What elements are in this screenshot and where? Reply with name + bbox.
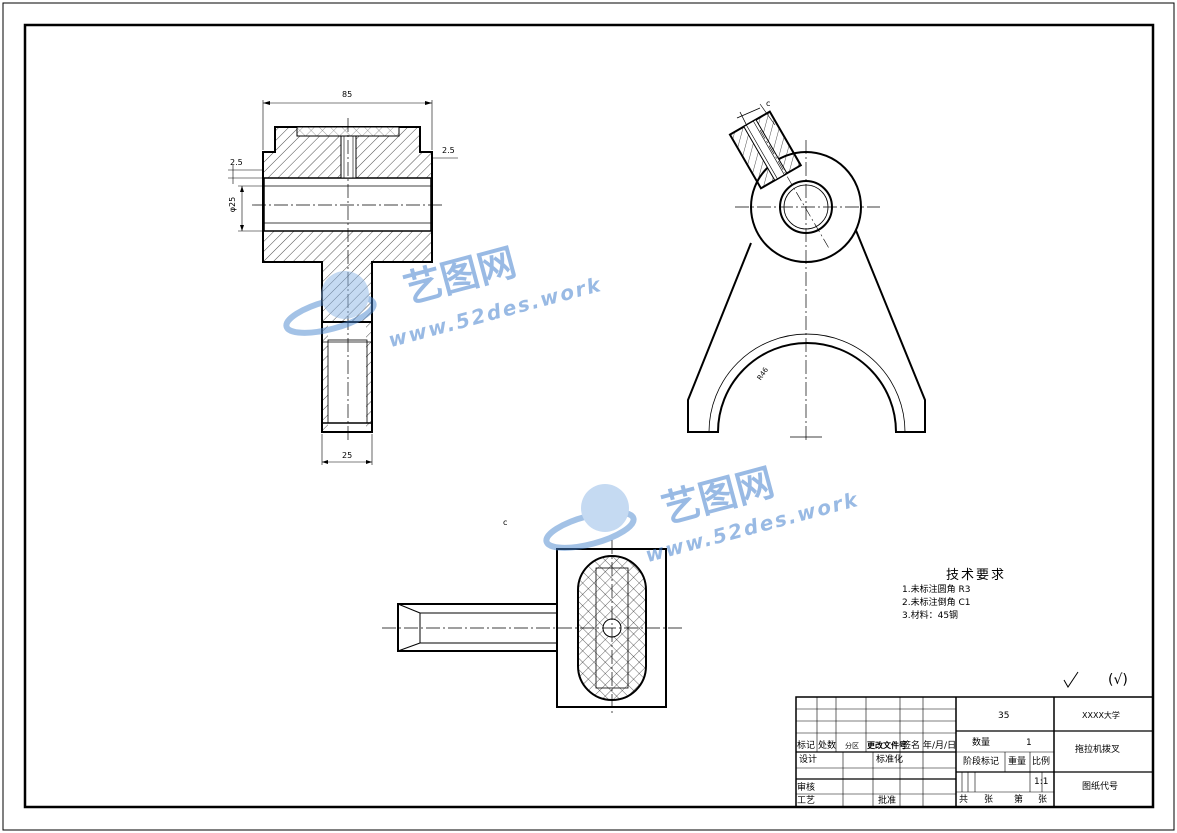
tb-weight-label: 重量	[1008, 757, 1027, 767]
surface-finish-symbol	[1063, 671, 1079, 688]
tb-stage-label: 阶段标记	[963, 757, 1000, 767]
tb-zone: 分区	[845, 742, 859, 750]
tech-req-item-2: 2.未标注倒角 C1	[902, 598, 971, 608]
tb-date: 年/月/日	[923, 741, 957, 751]
dim-mid-mark: c	[503, 518, 508, 527]
watermark-logo-2	[543, 484, 637, 551]
tech-req-item-3: 3.材料：45钢	[902, 611, 959, 621]
bore	[263, 177, 432, 232]
tb-standardize: 标准化	[876, 755, 904, 765]
tb-quantity-value: 1	[1026, 738, 1032, 748]
tb-process: 工艺	[797, 796, 816, 806]
tb-scale-value: 1:1	[1034, 777, 1049, 787]
tb-approve: 批准	[878, 796, 897, 806]
dim-bore-dia: φ25	[228, 196, 238, 213]
tb-sheet2: 张	[1038, 795, 1048, 805]
watermark-logo-1	[283, 271, 377, 336]
tb-review: 审核	[797, 783, 816, 793]
front-section-view	[228, 100, 458, 465]
dim-top-width: 85	[342, 90, 353, 99]
dim-shaft-width: 25	[342, 451, 353, 460]
tb-design: 设计	[799, 755, 818, 765]
tb-scale-label: 比例	[1032, 757, 1051, 767]
title-block-lines	[795, 696, 1154, 808]
tb-count: 处数	[818, 741, 837, 751]
dim-chamfer: c	[766, 99, 771, 108]
tech-req-item-1: 1.未标注圆角 R3	[902, 585, 971, 595]
tb-part-name: 拖拉机拨叉	[1075, 745, 1121, 755]
tech-req-title: 技术要求	[946, 568, 1007, 583]
top-view	[382, 540, 685, 715]
tb-school: XXXX大学	[1082, 711, 1120, 720]
tb-quantity-label: 数量	[972, 738, 991, 748]
tb-total: 共	[959, 795, 969, 805]
tb-number: 第	[1014, 795, 1024, 805]
tb-change-doc: 更改文件号	[867, 741, 907, 750]
tb-sign: 签名	[902, 741, 921, 751]
dim-left-step: 2.5	[230, 158, 243, 167]
shaft-side	[397, 603, 558, 652]
fork-side-view	[687, 103, 926, 440]
inner-frame	[23, 23, 1155, 809]
surface-finish-bracket: (√)	[1108, 672, 1128, 688]
tb-material: 35	[998, 711, 1010, 721]
tb-mark: 标记	[797, 741, 816, 751]
dim-right-step: 2.5	[442, 146, 455, 155]
tb-sheets: 张	[984, 795, 994, 805]
tb-drawing-code: 图纸代号	[1082, 782, 1119, 792]
